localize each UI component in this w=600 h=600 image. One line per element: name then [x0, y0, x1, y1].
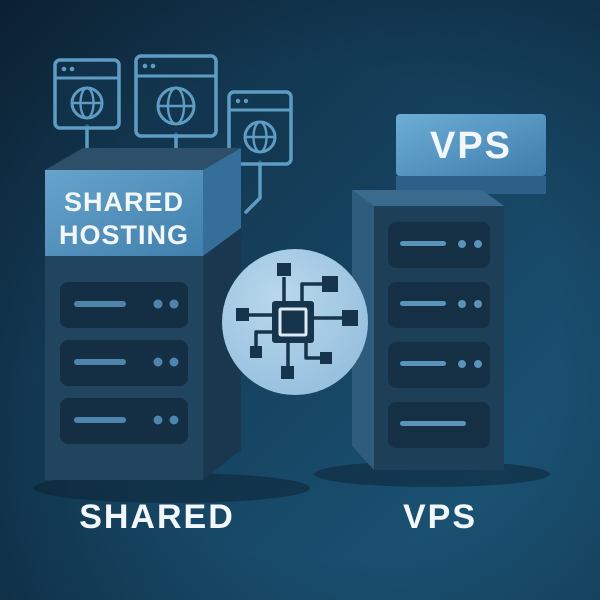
drive-bay	[388, 342, 490, 388]
drive-bay	[388, 222, 490, 268]
chip-node	[277, 263, 291, 276]
chip-node	[320, 352, 332, 364]
virtualization-circle	[222, 249, 368, 395]
drive-bay	[60, 282, 188, 328]
shared-hosting-label-line1: SHARED	[64, 187, 184, 217]
chip-node	[250, 346, 262, 358]
bay-led	[458, 360, 466, 368]
shared-caption: SHARED	[79, 498, 235, 536]
bay-led	[153, 299, 163, 309]
globe-icon	[243, 120, 277, 154]
drive-bay	[60, 398, 188, 444]
vps-badge-label: VPS	[430, 125, 512, 167]
bay-slot-line	[400, 301, 446, 306]
vps-badge: VPS	[396, 114, 546, 194]
bay-led	[153, 415, 163, 425]
chip-node	[322, 276, 338, 292]
globe-icon	[156, 86, 196, 126]
drive-bay	[388, 402, 490, 448]
drive-bays	[60, 282, 188, 444]
drive-bays	[388, 222, 490, 448]
bay-led	[458, 300, 466, 308]
server-shadow	[34, 473, 310, 503]
bay-led	[153, 357, 163, 367]
shared-hosting-label-line2: HOSTING	[59, 220, 189, 250]
bay-led	[169, 357, 179, 367]
bay-led	[474, 300, 482, 308]
drive-bay	[60, 340, 188, 386]
server-top-face	[45, 148, 241, 170]
bay-led	[169, 299, 179, 309]
cable-3	[244, 160, 262, 214]
bay-slot-line	[74, 359, 126, 365]
server-top-face	[352, 190, 504, 206]
chip-node	[281, 366, 294, 379]
cpu-inner-outline	[278, 307, 308, 337]
vps-server	[314, 190, 550, 487]
bay-led	[169, 415, 179, 425]
bay-led	[474, 360, 482, 368]
shared-hosting-server: SHARED HOSTING	[34, 148, 310, 503]
label-band-side	[203, 148, 241, 256]
globe-icon	[70, 86, 104, 120]
bay-slot-line	[74, 301, 126, 307]
vps-badge-face	[396, 114, 546, 176]
bay-slot-line	[400, 361, 446, 366]
vps-badge-edge	[396, 176, 546, 194]
browser-window-icon	[53, 58, 121, 130]
cpu-body	[272, 301, 314, 343]
vps-caption: VPS	[403, 498, 477, 536]
bay-slot-line	[74, 417, 126, 423]
chip-node	[342, 310, 358, 326]
drive-bay	[388, 282, 490, 328]
browser-window-icon	[227, 90, 293, 166]
bay-led	[458, 240, 466, 248]
browser-window-icon	[134, 54, 218, 138]
bay-led	[474, 240, 482, 248]
chip-node	[236, 308, 249, 321]
label-band	[45, 170, 203, 256]
virtualization-chip-icon	[236, 263, 358, 379]
client-website-icons	[53, 54, 293, 166]
bay-slot-line	[400, 421, 466, 426]
bay-slot-line	[400, 241, 446, 246]
